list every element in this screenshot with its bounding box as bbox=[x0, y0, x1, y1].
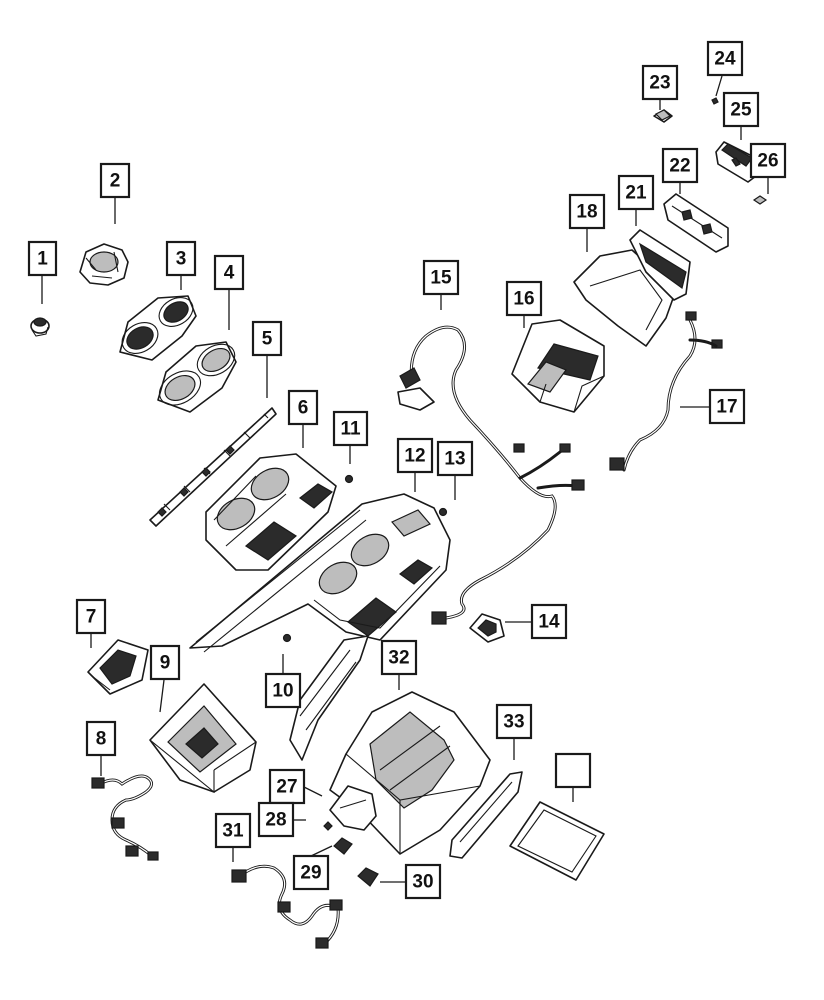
part-16-switch-module bbox=[511, 319, 605, 413]
part-21-trim-panel bbox=[663, 193, 729, 253]
callout-29-label: 30 bbox=[412, 872, 433, 893]
callout-28: 29 bbox=[292, 845, 333, 891]
callout-15-label: 15 bbox=[430, 268, 452, 289]
part-25-clip bbox=[752, 195, 768, 205]
callout-6: 6 bbox=[287, 389, 319, 448]
callout-15: 15 bbox=[422, 259, 460, 310]
callout-12: 12 bbox=[396, 437, 434, 492]
part-27-clip bbox=[323, 821, 333, 831]
part-28-connector bbox=[333, 837, 353, 855]
part-26-bracket bbox=[329, 785, 377, 831]
callout-23: 24 bbox=[706, 40, 744, 97]
part-30-harness bbox=[231, 864, 343, 949]
part-33-mat bbox=[509, 801, 605, 881]
part-20-vent bbox=[629, 229, 691, 301]
callout-2: 2 bbox=[99, 162, 131, 224]
callout-25-label: 26 bbox=[757, 151, 778, 172]
part-10-clip bbox=[282, 633, 292, 643]
callout-1: 1 bbox=[27, 240, 58, 304]
callout-6-label: 6 bbox=[298, 398, 309, 419]
callout-3-label: 3 bbox=[176, 249, 187, 270]
callout-25: 26 bbox=[749, 142, 787, 194]
callout-14-label: 14 bbox=[538, 612, 560, 633]
callout-4-label: 4 bbox=[224, 263, 235, 284]
part-2-housing bbox=[79, 243, 129, 286]
part-29-connector bbox=[357, 867, 379, 887]
callout-32-label: 33 bbox=[503, 712, 524, 733]
callout-13: 13 bbox=[436, 440, 474, 500]
callout-16-label: 16 bbox=[513, 289, 534, 310]
callout-7-label: 7 bbox=[86, 607, 97, 628]
callout-13-label: 13 bbox=[444, 449, 465, 470]
callout-20: 21 bbox=[617, 174, 655, 226]
callout-20-label: 21 bbox=[625, 183, 647, 204]
part-23-clip bbox=[711, 97, 719, 105]
callout-2-label: 2 bbox=[110, 171, 121, 192]
part-4-cupholder-insert bbox=[157, 341, 237, 413]
callout-31: 32 bbox=[380, 639, 418, 690]
callout-10: 10 bbox=[264, 654, 302, 709]
callout-8: 8 bbox=[85, 720, 117, 776]
callout-16: 16 bbox=[505, 280, 543, 328]
callout-23-label: 24 bbox=[714, 49, 736, 70]
part-console-lower-side bbox=[289, 635, 369, 761]
callout-1-label: 1 bbox=[37, 249, 48, 270]
callout-9-label: 9 bbox=[160, 653, 171, 674]
callout-10-label: 10 bbox=[272, 681, 293, 702]
callout-27: 28 bbox=[257, 801, 306, 838]
callout-4: 4 bbox=[213, 254, 245, 330]
callout-22-label: 23 bbox=[649, 73, 670, 94]
callout-33 bbox=[554, 752, 592, 802]
callout-18-label: 18 bbox=[576, 202, 597, 223]
part-7-module bbox=[87, 639, 149, 695]
part-5-trim-strip bbox=[149, 407, 277, 527]
part-1-plug bbox=[30, 317, 50, 337]
part-11-clip bbox=[344, 474, 354, 484]
callout-30: 31 bbox=[214, 812, 252, 862]
callout-17: 17 bbox=[680, 388, 746, 425]
callout-8-label: 8 bbox=[96, 729, 107, 750]
part-6-cupholder-bezel bbox=[205, 453, 337, 571]
callout-28-label: 29 bbox=[300, 863, 321, 884]
part-3-cupholder-insert bbox=[119, 295, 197, 361]
callout-9: 9 bbox=[149, 644, 181, 713]
callout-11: 11 bbox=[332, 410, 369, 464]
callout-24: 25 bbox=[722, 91, 760, 140]
callout-30-label: 31 bbox=[222, 821, 244, 842]
callout-21: 22 bbox=[661, 147, 699, 194]
part-22-switch bbox=[653, 109, 673, 123]
part-32-side-panel bbox=[449, 771, 523, 859]
part-12-console-panel bbox=[189, 493, 451, 653]
part-9-storage-bin bbox=[149, 683, 257, 794]
part-17-harness bbox=[609, 311, 723, 472]
callout-31-label: 32 bbox=[388, 648, 409, 669]
callout-14: 14 bbox=[505, 603, 568, 640]
callout-27-label: 28 bbox=[265, 810, 286, 831]
part-14-bezel bbox=[469, 613, 505, 643]
callout-12-label: 12 bbox=[404, 446, 425, 467]
callout-7: 7 bbox=[75, 598, 107, 648]
part-8-harness bbox=[91, 774, 159, 861]
callout-18: 18 bbox=[568, 193, 606, 252]
part-15-harness bbox=[397, 325, 585, 625]
callout-24-label: 25 bbox=[730, 100, 752, 121]
callout-26-label: 27 bbox=[276, 777, 297, 798]
callout-21-label: 22 bbox=[669, 156, 690, 177]
callout-29: 30 bbox=[380, 863, 442, 900]
callout-3: 3 bbox=[165, 240, 197, 290]
callout-11-label: 11 bbox=[340, 419, 361, 440]
callout-22: 23 bbox=[641, 64, 679, 110]
callout-26: 27 bbox=[268, 768, 323, 805]
callout-5: 5 bbox=[251, 320, 283, 398]
callout-5-label: 5 bbox=[262, 329, 273, 350]
callout-32: 33 bbox=[495, 703, 533, 760]
callout-17-label: 17 bbox=[716, 397, 737, 418]
part-13-clip bbox=[438, 507, 448, 517]
